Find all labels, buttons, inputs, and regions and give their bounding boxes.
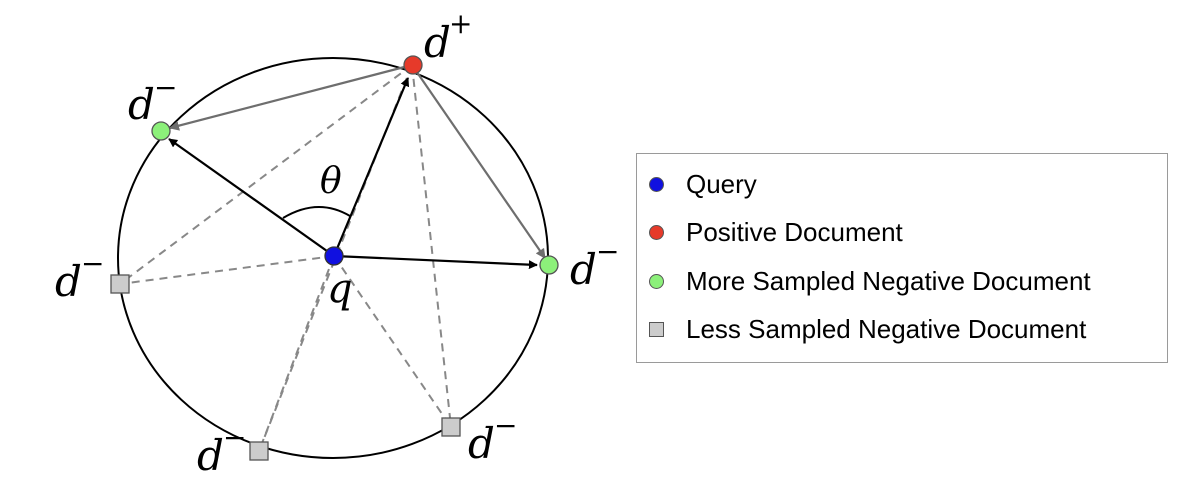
legend-item-less-negative: Less Sampled Negative Document	[649, 306, 1167, 355]
positive-document-node	[403, 55, 423, 75]
legend-label-less-negative: Less Sampled Negative Document	[686, 314, 1087, 345]
label-d-minus-bottom-right: d −	[468, 409, 517, 468]
legend-label-positive: Positive Document	[686, 217, 903, 248]
theta-arc	[282, 206, 351, 219]
label-d-plus-sup: +	[449, 7, 472, 40]
label-d-minus-topleft-base: d	[128, 80, 155, 129]
less-negative-marker-icon	[649, 322, 664, 338]
label-d-minus-topleft-sup: −	[154, 71, 177, 104]
label-d-minus-right-base: d	[570, 245, 597, 294]
arrow-query-to-dplus	[332, 77, 410, 257]
legend-label-query: Query	[686, 168, 757, 199]
legend-item-query: Query	[649, 160, 1167, 209]
label-d-minus-bottom-right-base: d	[468, 419, 495, 468]
less-sampled-neg-bottom-left	[249, 441, 269, 461]
dashed-dplus-left-neg	[119, 64, 413, 285]
positive-marker-icon	[649, 225, 664, 241]
arrow-query-to-right-neg	[333, 254, 538, 270]
dashed-query-bottom-left-neg	[258, 255, 335, 452]
arrow-dplus-to-right-neg	[411, 64, 546, 259]
dashed-query-bottom-right-neg	[333, 255, 452, 428]
query-node	[324, 246, 344, 266]
gray-arrows	[169, 63, 546, 259]
label-d-plus: d +	[424, 7, 472, 67]
legend: Query Positive Document More Sampled Neg…	[636, 153, 1168, 363]
label-d-minus-right: d −	[570, 235, 619, 294]
arrow-dplus-to-topleft-neg	[169, 63, 413, 131]
legend-label-more-negative: More Sampled Negative Document	[686, 265, 1091, 296]
dashed-lines	[119, 64, 452, 452]
label-d-minus-topleft: d −	[128, 71, 177, 129]
label-d-minus-left-sup: −	[81, 247, 104, 280]
query-marker-icon	[649, 176, 664, 192]
legend-item-positive: Positive Document	[649, 209, 1167, 258]
black-arrows	[168, 77, 538, 270]
label-d-minus-right-sup: −	[596, 235, 619, 268]
label-d-minus-left-base: d	[55, 257, 82, 306]
label-d-minus-bottom-left-sup: −	[223, 421, 246, 454]
dashed-query-left-neg	[119, 255, 335, 285]
more-sampled-neg-right	[539, 255, 559, 275]
label-d-minus-bottom-left: d −	[197, 421, 246, 480]
less-sampled-neg-left	[110, 274, 130, 294]
label-d-minus-bottom-right-sup: −	[494, 409, 517, 442]
more-negative-marker-icon	[649, 273, 664, 289]
dashed-dplus-bottom-right-neg	[411, 64, 452, 428]
more-sampled-neg-topleft	[151, 121, 171, 141]
arrow-query-to-topleft-neg	[168, 138, 335, 257]
label-d-minus-bottom-left-base: d	[197, 431, 224, 480]
less-sampled-neg-bottom-right	[441, 417, 461, 437]
query-label: q	[327, 266, 353, 312]
legend-item-more-negative: More Sampled Negative Document	[649, 257, 1167, 306]
label-d-minus-left: d −	[55, 247, 104, 306]
theta-label: θ	[320, 161, 342, 202]
label-d-plus-base: d	[424, 18, 451, 67]
